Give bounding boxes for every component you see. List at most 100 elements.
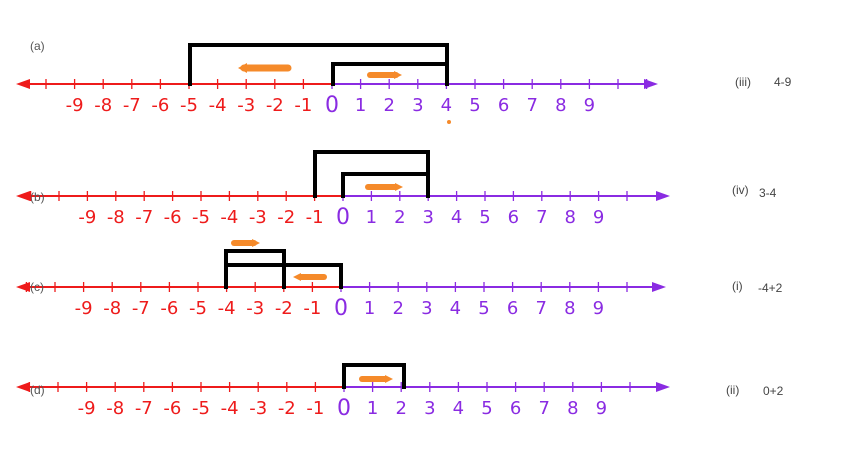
tick-label: -2 xyxy=(278,398,296,419)
tick-label: -7 xyxy=(135,207,153,228)
tick-label: 5 xyxy=(469,95,480,116)
tick-label: -5 xyxy=(192,398,210,419)
row-tag: (c) xyxy=(30,280,44,294)
tick-label: 9 xyxy=(596,398,607,419)
right-arrowhead-mark xyxy=(394,71,402,79)
tick-label: 5 xyxy=(478,298,489,319)
tick-label: -4 xyxy=(218,298,236,319)
left-arrowhead-mark xyxy=(293,273,301,281)
tick-label: -1 xyxy=(294,95,312,116)
tick-label: 3 xyxy=(424,398,435,419)
tick-label: 0 xyxy=(337,396,351,421)
tick-label: -5 xyxy=(180,95,198,116)
tick-label: -1 xyxy=(306,398,324,419)
tick-label: -3 xyxy=(246,298,264,319)
tick-label: -2 xyxy=(266,95,284,116)
tick-label: 8 xyxy=(564,298,575,319)
tick-label: -7 xyxy=(132,298,150,319)
tick-label: -6 xyxy=(151,95,169,116)
tick-label: -8 xyxy=(94,95,112,116)
expression-label: 3-4 xyxy=(759,186,777,200)
jump-bracket-3-to-minus1 xyxy=(313,150,430,198)
jump-brackets xyxy=(313,150,430,198)
right-arrowhead-mark xyxy=(252,239,260,247)
tick-label: -6 xyxy=(160,298,178,319)
tick-label: 7 xyxy=(526,95,537,116)
tick-label: 5 xyxy=(479,207,490,228)
tick-label: 6 xyxy=(510,398,521,419)
tick-label: -7 xyxy=(123,95,141,116)
tick-label: -8 xyxy=(103,298,121,319)
tick-label: 9 xyxy=(584,95,595,116)
axis-right-arrowhead xyxy=(652,282,666,292)
direction-arrows xyxy=(365,183,403,191)
tick-label: -7 xyxy=(135,398,153,419)
tick-label: -3 xyxy=(249,207,267,228)
axis-ticks xyxy=(25,282,628,292)
tick-label: 1 xyxy=(366,207,377,228)
axis-right-arrowhead xyxy=(656,191,670,201)
tick-label: 0 xyxy=(334,296,348,321)
tick-label: 2 xyxy=(392,298,403,319)
stray-dot xyxy=(447,120,451,124)
row-tag: (d) xyxy=(30,383,45,397)
jump-brackets xyxy=(188,43,449,86)
tick-label: 4 xyxy=(453,398,464,419)
tick-label: 6 xyxy=(507,298,518,319)
tick-label: 7 xyxy=(536,207,547,228)
jump-bracket-4-to-minus5 xyxy=(188,43,449,86)
tick-label: 4 xyxy=(450,298,461,319)
axis-left-arrowhead xyxy=(16,191,30,201)
right-arrowhead-mark xyxy=(385,375,393,383)
axis-left-arrowhead xyxy=(16,282,30,292)
tick-label: 3 xyxy=(421,298,432,319)
tick-label: -3 xyxy=(249,398,267,419)
tick-label: -9 xyxy=(78,398,96,419)
tick-label: 7 xyxy=(538,398,549,419)
tick-label: 3 xyxy=(422,207,433,228)
tick-label: -4 xyxy=(209,95,227,116)
tick-label: 1 xyxy=(367,398,378,419)
roman-label: (ii) xyxy=(726,383,739,397)
tick-label: -5 xyxy=(192,207,210,228)
axis-ticks xyxy=(29,191,628,201)
tick-label: 1 xyxy=(355,95,366,116)
tick-label: 9 xyxy=(593,298,604,319)
tick-label: 8 xyxy=(555,95,566,116)
tick-label: 6 xyxy=(498,95,509,116)
jump-bracket-0-to-2 xyxy=(342,363,406,389)
tick-label: 2 xyxy=(383,95,394,116)
tick-label: 2 xyxy=(395,398,406,419)
expression-label: -4+2 xyxy=(758,281,783,295)
tick-label: 8 xyxy=(564,207,575,228)
tick-label: 9 xyxy=(593,207,604,228)
jump-bracket-minus4-to-minus2 xyxy=(224,249,286,289)
row-tag: (b) xyxy=(30,190,45,204)
tick-label: 4 xyxy=(441,95,452,116)
right-arrowhead-mark xyxy=(395,183,403,191)
expression-label: 4-9 xyxy=(774,75,792,89)
tick-label: -8 xyxy=(106,398,124,419)
row-tag: (a) xyxy=(30,39,45,53)
tick-label: 3 xyxy=(412,95,423,116)
tick-label: -1 xyxy=(303,298,321,319)
tick-label: 0 xyxy=(325,93,339,118)
tick-label: -2 xyxy=(275,298,293,319)
roman-label: (i) xyxy=(732,279,743,293)
tick-label: -3 xyxy=(237,95,255,116)
expression-label: 0+2 xyxy=(763,384,784,398)
tick-label: -6 xyxy=(164,207,182,228)
tick-label: -6 xyxy=(163,398,181,419)
jump-brackets xyxy=(224,249,343,289)
tick-label: 4 xyxy=(451,207,462,228)
axis-right-arrowhead xyxy=(644,79,658,89)
tick-label: 2 xyxy=(394,207,405,228)
tick-label: -8 xyxy=(107,207,125,228)
